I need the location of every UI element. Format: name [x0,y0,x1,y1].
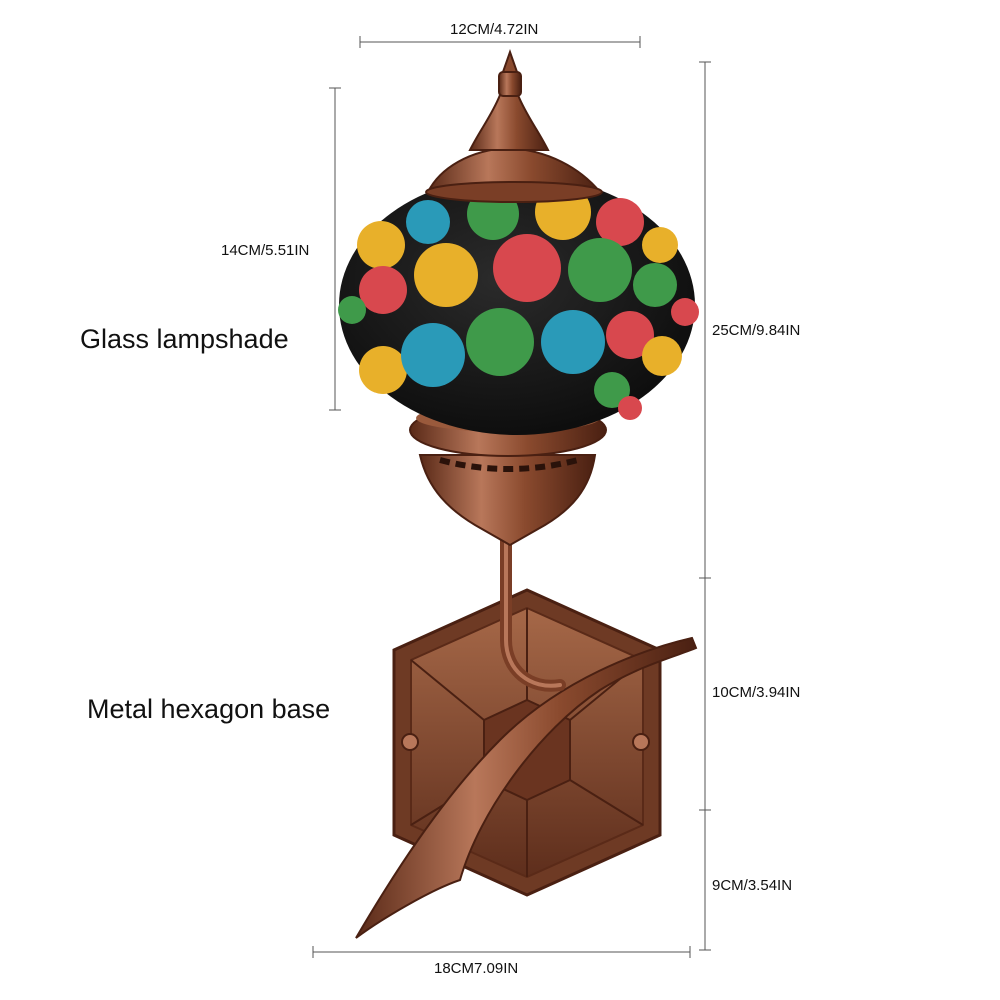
lampshade-callout: Glass lampshade [80,324,289,354]
dimension-lines [312,36,711,958]
shade-height-label: 14CM/5.51IN [221,242,310,259]
base-height-label: 9CM/3.54IN [712,877,793,894]
total-width-label: 18CM7.09IN [434,960,519,977]
shade-width-label: 12CM/4.72IN [450,21,539,38]
glass-globe [338,175,699,435]
top-cap [425,48,603,203]
horn-arm [355,636,698,939]
total-height-label: 25CM/9.84IN [712,322,801,339]
arm-height-label: 10CM/3.94IN [712,684,801,701]
base-callout: Metal hexagon base [87,694,331,724]
